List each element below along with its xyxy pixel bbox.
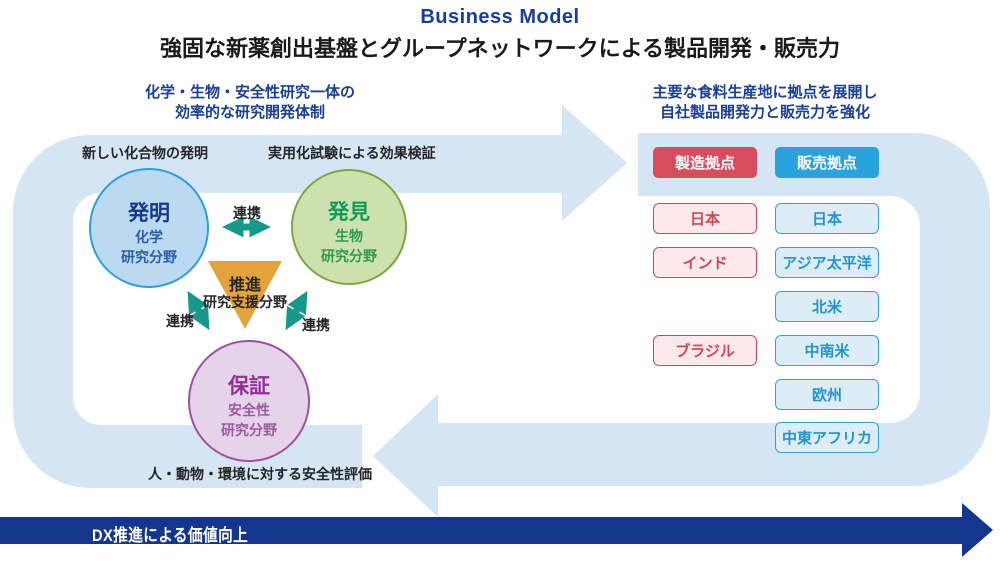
- promotion-field: 研究支援分野: [203, 294, 287, 310]
- promotion-title: 推進: [228, 277, 261, 294]
- sales-site-japan: 日本: [775, 203, 879, 234]
- label-safety-evaluation: 人・動物・環境に対する安全性評価: [148, 466, 372, 482]
- link-arrow-right-icon: [285, 290, 308, 331]
- assurance-node: 保証 安全性 研究分野: [189, 374, 309, 439]
- label-new-compound: 新しい化合物の発明: [82, 145, 208, 161]
- research-heading-line2: 効率的な研究開発体制: [174, 104, 325, 121]
- invention-field1: 化学: [135, 229, 163, 245]
- link-label-right: 連携: [302, 317, 330, 333]
- invention-node: 発明 化学 研究分野: [90, 201, 208, 266]
- discovery-field1: 生物: [335, 228, 363, 244]
- manufacturing-header-badge: 製造拠点: [653, 147, 757, 178]
- page-subtitle: 強固な新薬創出基盤とグループネットワークによる製品開発・販売力: [159, 36, 841, 61]
- invention-circle: [89, 168, 209, 288]
- sales-header-badge: 販売拠点: [775, 147, 879, 178]
- invention-field2: 研究分野: [121, 249, 177, 265]
- network-heading-line1: 主要な食料生産地に拠点を展開し: [652, 84, 878, 101]
- sales-site-middle-east-africa: 中東アフリカ: [775, 422, 879, 453]
- link-label-top: 連携: [233, 205, 261, 221]
- discovery-node: 発見 生物 研究分野: [292, 200, 406, 265]
- manufacturing-site-india: インド: [653, 247, 757, 278]
- dx-arrow-label: DX推進による価値向上: [92, 526, 249, 545]
- link-arrow-left-icon: [187, 290, 210, 331]
- flow-arrow-right-icon: [562, 105, 627, 221]
- assurance-field1: 安全性: [228, 402, 270, 418]
- sales-site-europe: 欧州: [775, 379, 879, 410]
- discovery-title: 発見: [328, 201, 370, 224]
- label-validation: 実用化試験による効果検証: [268, 145, 436, 161]
- dx-arrow-shape: [0, 503, 993, 557]
- page-title: Business Model: [420, 6, 580, 28]
- sales-site-north-america: 北米: [775, 291, 879, 322]
- manufacturing-site-brazil: ブラジル: [653, 335, 757, 366]
- assurance-field2: 研究分野: [221, 422, 277, 438]
- network-band-shape: [438, 133, 990, 486]
- manufacturing-site-japan: 日本: [653, 203, 757, 234]
- sales-site-latin-america: 中南米: [775, 335, 879, 366]
- assurance-circle: [188, 340, 310, 462]
- promotion-triangle: [208, 261, 282, 329]
- link-label-left: 連携: [166, 313, 194, 329]
- research-heading: 化学・生物・安全性研究一体の 効率的な研究開発体制: [50, 83, 450, 123]
- discovery-circle: [291, 169, 407, 285]
- assurance-title: 保証: [228, 375, 270, 398]
- cycle-band-shape: [13, 135, 562, 488]
- sales-site-asia-pacific: アジア太平洋: [775, 247, 879, 278]
- network-heading-line2: 自社製品開発力と販売力を強化: [659, 104, 870, 121]
- research-heading-line1: 化学・生物・安全性研究一体の: [144, 84, 355, 101]
- discovery-field2: 研究分野: [321, 248, 377, 264]
- flow-arrow-left-icon: [373, 394, 438, 517]
- network-heading: 主要な食料生産地に拠点を展開し 自社製品開発力と販売力を強化: [615, 83, 915, 123]
- invention-title: 発明: [128, 202, 170, 225]
